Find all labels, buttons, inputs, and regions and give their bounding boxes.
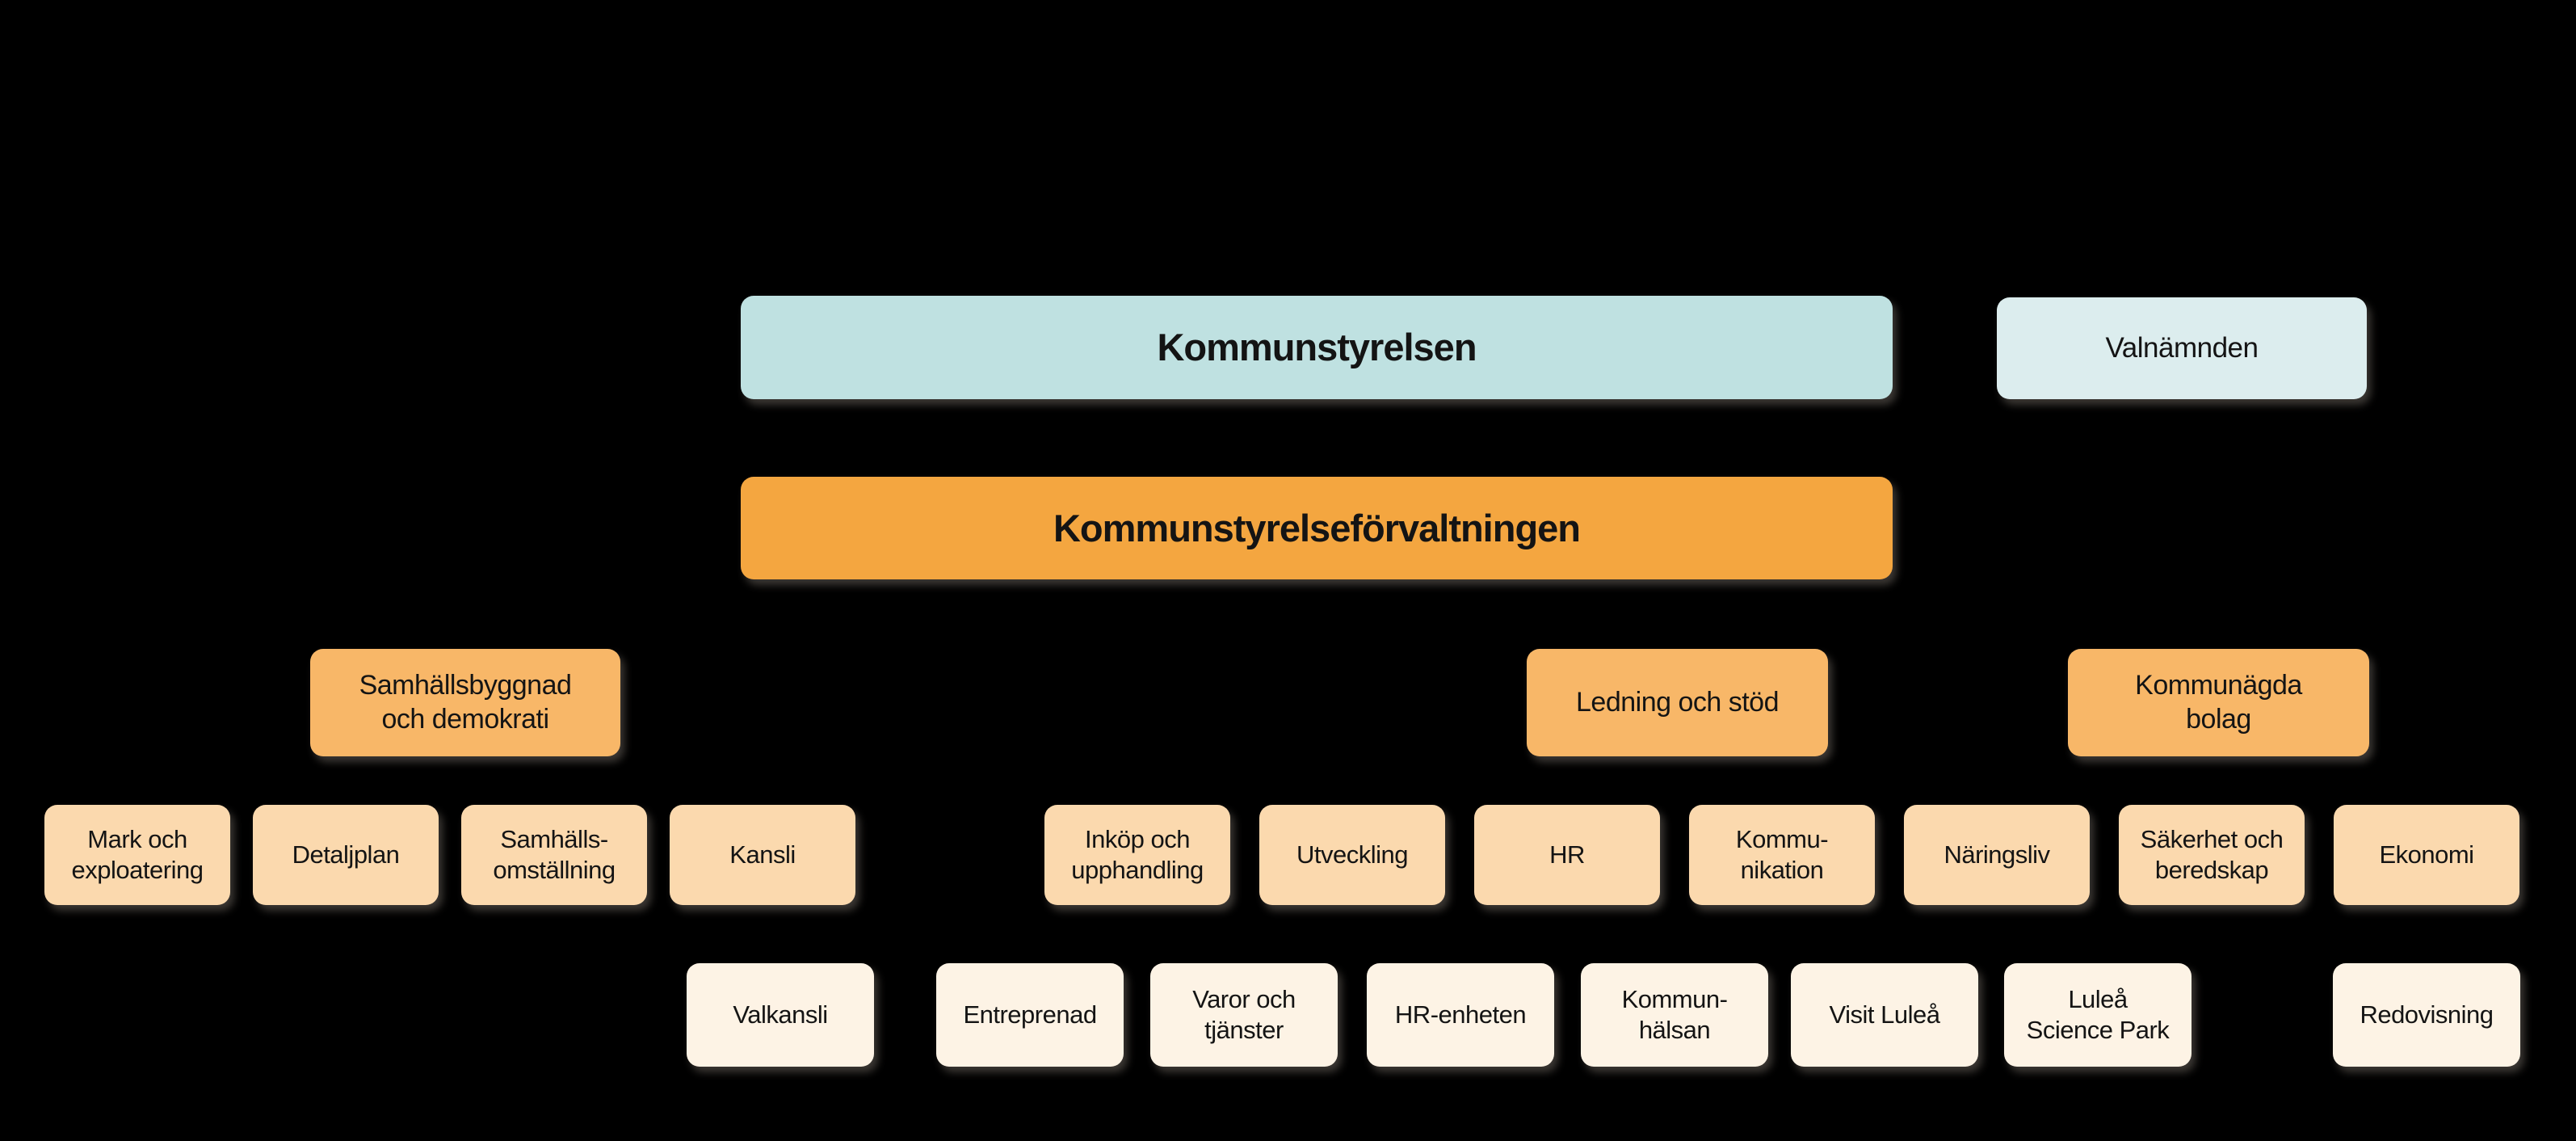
org-node-label: HR-enheten <box>1394 1000 1527 1029</box>
org-node-kommunstyrelsen: Kommunstyrelsen <box>741 296 1893 399</box>
org-node-naringsliv: Näringsliv <box>1904 805 2090 905</box>
org-node-label: Ekonomi <box>2379 840 2474 869</box>
org-node-mark-och-exploatering: Mark och exploatering <box>44 805 230 905</box>
org-node-samhallsbyggnad-och-demokrati: Samhällsbyggnad och demokrati <box>310 649 620 756</box>
org-node-label: Kommu- nikation <box>1735 825 1829 884</box>
org-node-sakerhet-och-beredskap: Säkerhet och beredskap <box>2119 805 2305 905</box>
org-node-label: Kommun- hälsan <box>1621 985 1728 1044</box>
org-node-inkop-och-upphandling: Inköp och upphandling <box>1044 805 1230 905</box>
org-node-label: Näringsliv <box>1944 840 2050 869</box>
org-node-label: Valnämnden <box>2105 331 2259 364</box>
org-node-samhallsomstallning: Samhälls- omställning <box>461 805 647 905</box>
org-node-valkansli: Valkansli <box>687 963 874 1067</box>
org-node-ekonomi: Ekonomi <box>2334 805 2519 905</box>
org-node-label: Kommunstyrelsen <box>1157 326 1477 369</box>
org-node-label: Inköp och upphandling <box>1071 825 1204 884</box>
org-node-utveckling: Utveckling <box>1259 805 1445 905</box>
org-node-kansli: Kansli <box>670 805 855 905</box>
org-node-kommunhalsan: Kommun- hälsan <box>1581 963 1768 1067</box>
org-node-label: Varor och tjänster <box>1192 985 1296 1044</box>
org-node-hr: HR <box>1474 805 1660 905</box>
org-node-label: Säkerhet och beredskap <box>2140 825 2284 884</box>
org-node-label: Kansli <box>729 840 796 869</box>
org-node-label: HR <box>1549 840 1585 869</box>
org-node-lulea-science-park: Luleå Science Park <box>2004 963 2191 1067</box>
org-node-redovisning: Redovisning <box>2333 963 2520 1067</box>
org-node-label: Samhällsbyggnad och demokrati <box>359 670 572 735</box>
org-node-label: Kommunägda bolag <box>2135 670 2302 735</box>
org-node-label: Utveckling <box>1296 840 1409 869</box>
org-node-varor-och-tjanster: Varor och tjänster <box>1150 963 1338 1067</box>
org-node-label: Samhälls- omställning <box>493 825 616 884</box>
org-node-detaljplan: Detaljplan <box>253 805 439 905</box>
org-node-label: Entreprenad <box>963 1000 1097 1029</box>
org-node-kommunikation: Kommu- nikation <box>1689 805 1875 905</box>
org-node-valnamnden: Valnämnden <box>1997 297 2367 399</box>
org-node-visit-lulea: Visit Luleå <box>1791 963 1978 1067</box>
org-node-kommunstyrelseforvaltningen: Kommunstyrelseförvaltningen <box>741 477 1893 579</box>
org-node-label: Ledning och stöd <box>1576 686 1779 718</box>
org-node-label: Visit Luleå <box>1829 1000 1940 1029</box>
org-node-hr-enheten: HR-enheten <box>1367 963 1554 1067</box>
org-node-ledning-och-stod: Ledning och stöd <box>1527 649 1828 756</box>
org-node-label: Mark och exploatering <box>71 825 204 884</box>
org-node-label: Detaljplan <box>292 840 400 869</box>
org-node-label: Valkansli <box>733 1000 828 1029</box>
org-node-label: Luleå Science Park <box>2026 985 2170 1044</box>
org-node-kommunagda-bolag: Kommunägda bolag <box>2068 649 2369 756</box>
org-node-entreprenad: Entreprenad <box>936 963 1124 1067</box>
org-node-label: Kommunstyrelseförvaltningen <box>1053 506 1581 549</box>
org-node-label: Redovisning <box>2360 1000 2494 1029</box>
